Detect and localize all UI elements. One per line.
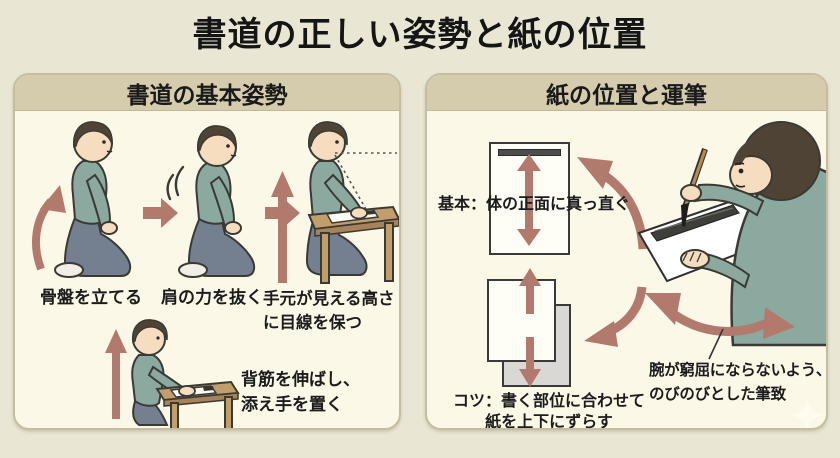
arrow-up-icon bbox=[271, 171, 294, 283]
sparkle-icon bbox=[789, 397, 825, 428]
arrow-up-icon bbox=[105, 329, 127, 419]
figure-kneeling-relaxed bbox=[166, 125, 256, 278]
figure-straight-back-desk bbox=[105, 319, 240, 428]
figure-kneeling-desk-gaze bbox=[271, 121, 399, 284]
paper-front-sheet bbox=[487, 279, 556, 362]
arrow-up-icon bbox=[519, 268, 541, 314]
arrow-vertical-double-icon bbox=[517, 154, 541, 246]
caption-step1: 骨盤を立てる bbox=[40, 288, 142, 307]
note-leader-line bbox=[708, 328, 724, 360]
page-title: 書道の正しい姿勢と紙の位置 bbox=[192, 16, 648, 54]
panel-paper-position: 紙の位置と運筆 基本：体の正面に真っ直ぐ コツ：書く部位に合わせて 紙を上下にず… bbox=[425, 73, 828, 430]
caption-basic: 基本：体の正面に真っ直ぐ bbox=[438, 196, 631, 213]
figure-person-writing bbox=[637, 121, 826, 347]
caption-tip: コツ：書く部位に合わせて 紙を上下にずらす bbox=[452, 393, 645, 430]
panel-basic-posture: 書道の基本姿勢 骨盤を立てる bbox=[13, 73, 401, 430]
caption-step3: 手元が見える高さ に目線を保つ bbox=[263, 290, 395, 332]
arrow-down-icon bbox=[519, 337, 541, 387]
caption-straight-back: 背筋を伸ばし、 添え手を置く bbox=[241, 370, 360, 414]
relax-motion-lines-icon bbox=[166, 165, 185, 201]
panel-paper-position-header: 紙の位置と運筆 bbox=[427, 75, 826, 111]
caption-step2: 肩の力を抜く bbox=[161, 288, 263, 307]
arrow-up-curved-icon bbox=[32, 185, 66, 271]
gaze-dotted-line bbox=[334, 152, 397, 212]
caption-relaxed-stroke: 腕が窮屈にならないよう、 のびのびとした筆致 bbox=[649, 362, 828, 403]
panel-basic-posture-header: 書道の基本姿勢 bbox=[15, 75, 399, 111]
arrow-right-icon bbox=[143, 198, 178, 228]
figure-kneeling-pelvis bbox=[32, 121, 132, 278]
arrow-curved-to-stack-icon bbox=[584, 286, 647, 347]
